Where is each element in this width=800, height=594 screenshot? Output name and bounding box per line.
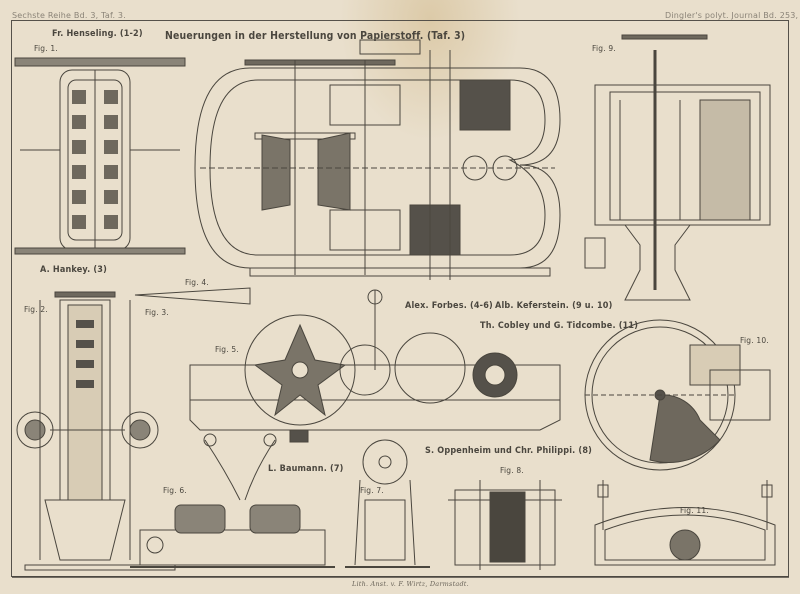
fig11-drawing xyxy=(594,480,776,566)
author-hankey: A. Hankey. (3) xyxy=(40,265,107,275)
fig2-label: Fig. 2. xyxy=(24,305,48,314)
author-cobley: Th. Cobley und G. Tidcombe. (11) xyxy=(480,321,639,331)
fig4-drawing xyxy=(194,39,561,280)
plate-title: Neuerungen in der Herstellung von Papier… xyxy=(165,29,466,42)
author-henseling: Fr. Henseling. (1-2) xyxy=(52,29,143,39)
fig5-drawing xyxy=(189,289,561,443)
fig10-label: Fig. 10. xyxy=(740,336,769,345)
fig10-drawing xyxy=(584,319,771,471)
fig8-label: Fig. 8. xyxy=(500,466,524,475)
author-keferstein: Alb. Keferstein. (9 u. 10) xyxy=(495,301,613,311)
series-header: Sechste Reihe Bd. 3, Taf. 3. xyxy=(12,11,126,20)
fig7-label: Fig. 7. xyxy=(360,486,384,495)
fig8-drawing xyxy=(448,480,562,570)
fig3-drawing xyxy=(134,287,251,305)
fig11-label: Fig. 11. xyxy=(680,506,709,515)
fig9-label: Fig. 9. xyxy=(592,44,616,53)
fig1-label: Fig. 1. xyxy=(34,44,58,53)
fig1-drawing xyxy=(14,57,186,255)
fig6-drawing xyxy=(130,433,335,568)
lithographer-imprint: Lith. Anst. v. F. Wirtz, Darmstadt. xyxy=(352,580,469,588)
author-forbes: Alex. Forbes. (4-6) xyxy=(405,301,493,311)
fig3-label: Fig. 3. xyxy=(145,308,169,317)
fig7-drawing xyxy=(345,439,430,568)
fig6-label: Fig. 6. xyxy=(163,486,187,495)
fig2-drawing xyxy=(16,291,176,571)
author-baumann: L. Baumann. (7) xyxy=(268,464,344,474)
author-oppenheim: S. Oppenheim und Chr. Philippi. (8) xyxy=(425,446,593,456)
fig9-drawing xyxy=(584,34,771,301)
fig4-label: Fig. 4. xyxy=(185,278,209,287)
journal-header: Dingler's polyt. Journal Bd. 253, Taf. 3… xyxy=(665,11,800,20)
fig5-label: Fig. 5. xyxy=(215,345,239,354)
